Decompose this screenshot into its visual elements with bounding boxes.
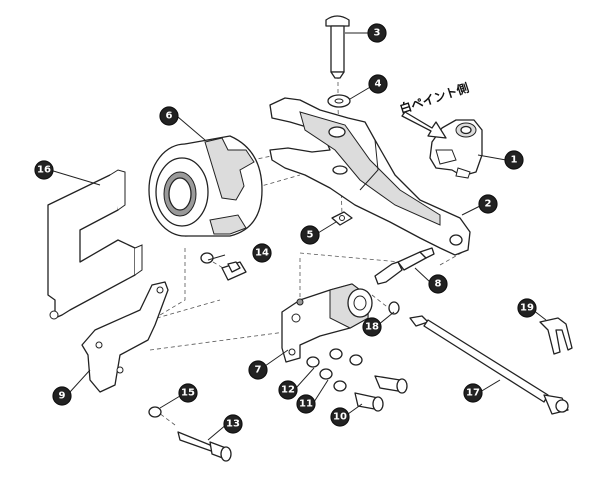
part-slave-cylinder [281, 283, 373, 363]
callout-16-label: 16 [37, 165, 51, 176]
part-hose [409, 315, 569, 415]
paint-side-arrow-icon [401, 111, 447, 139]
callout-14-label: 14 [255, 248, 269, 259]
callout-7: 7 [248, 360, 268, 380]
callout-leaders [49, 32, 547, 441]
callout-2: 2 [478, 194, 498, 214]
callout-3: 3 [367, 23, 387, 43]
part-bolts-10 [354, 375, 408, 412]
part-fork-arm [269, 97, 471, 256]
callout-9-label: 9 [59, 391, 66, 402]
callout-19: 19 [517, 298, 537, 318]
callout-5: 5 [300, 225, 320, 245]
callout-10-label: 10 [333, 412, 347, 423]
part-clip [331, 211, 353, 226]
callout-6: 6 [159, 106, 179, 126]
callout-17: 17 [463, 383, 483, 403]
callout-17-label: 17 [466, 388, 480, 399]
callout-8-label: 8 [435, 279, 442, 290]
callouts: 1 2 3 4 5 6 7 8 9 10 11 [34, 23, 537, 434]
part-bolt-long-13 [177, 431, 232, 462]
callout-5-label: 5 [307, 230, 314, 241]
callout-15: 15 [178, 383, 198, 403]
callout-18: 18 [362, 317, 382, 337]
callout-18-label: 18 [365, 322, 379, 333]
callout-14: 14 [252, 243, 272, 263]
part-o-ring [388, 301, 400, 315]
callout-12-label: 12 [281, 385, 295, 396]
callout-15-label: 15 [181, 388, 195, 399]
callout-9: 9 [52, 386, 72, 406]
callout-13: 13 [223, 414, 243, 434]
callout-2-label: 2 [485, 199, 492, 210]
callout-1-label: 1 [511, 155, 518, 166]
paint-side-label: 白ペイント側 [398, 80, 471, 117]
callout-6-label: 6 [166, 111, 173, 122]
part-bolt-long [325, 15, 350, 79]
callout-3-label: 3 [374, 28, 381, 39]
part-washers-small [306, 348, 363, 392]
callout-13-label: 13 [226, 419, 240, 430]
callout-1: 1 [504, 150, 524, 170]
callout-16: 16 [34, 160, 54, 180]
part-washer-15 [148, 406, 162, 418]
callout-19-label: 19 [520, 303, 534, 314]
part-bracket-plate [47, 169, 143, 320]
part-bolt-small-14 [200, 252, 247, 281]
callout-11: 11 [296, 394, 316, 414]
callout-10: 10 [330, 407, 350, 427]
part-retaining-clip [539, 317, 573, 355]
part-washer-top [327, 94, 351, 108]
part-release-bearing [148, 135, 263, 237]
callout-12: 12 [278, 380, 298, 400]
callout-7-label: 7 [255, 365, 262, 376]
callout-4: 4 [368, 74, 388, 94]
callout-4-label: 4 [375, 79, 382, 90]
callout-11-label: 11 [299, 399, 313, 410]
callout-8: 8 [428, 274, 448, 294]
part-push-rod [374, 247, 435, 285]
part-l-bracket [81, 281, 169, 393]
